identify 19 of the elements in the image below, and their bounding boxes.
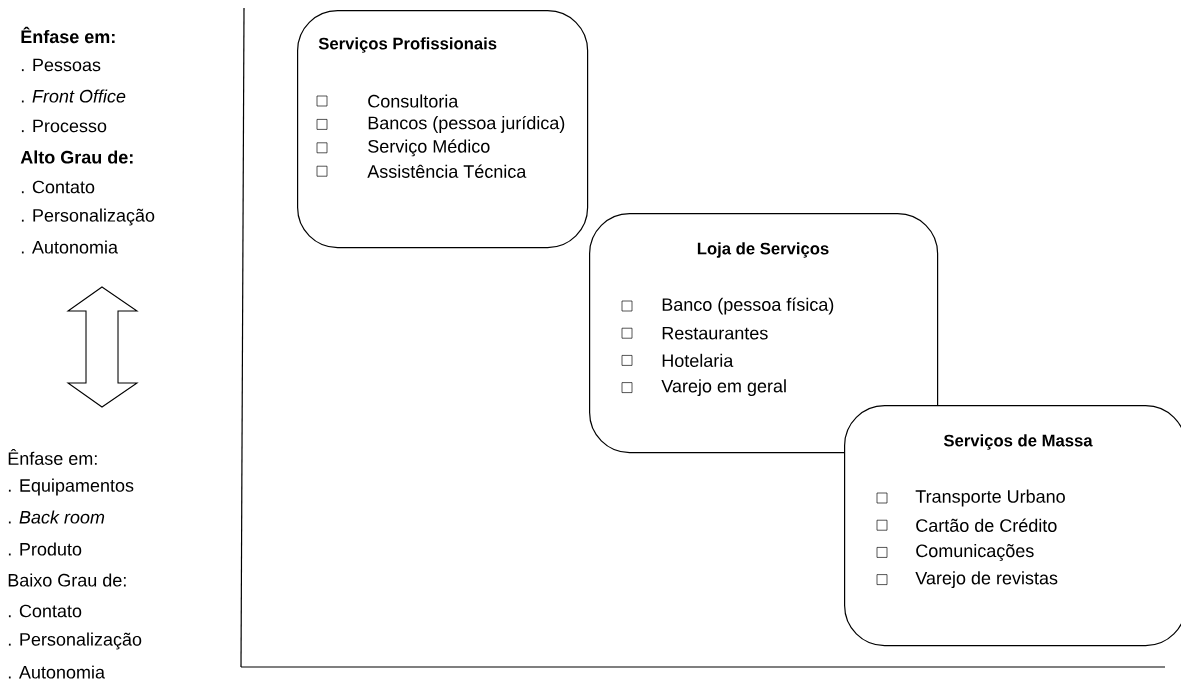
side-note: . Autonomia bbox=[8, 665, 105, 679]
side-note: . Produto bbox=[8, 542, 82, 556]
category-box: Loja de Serviços Banco (pessoa física) Restaurantes Hotelaria Varejo em geral bbox=[589, 213, 939, 454]
side-note: . Back room bbox=[8, 510, 105, 524]
side-note: . Front Office bbox=[21, 89, 126, 103]
side-note: . Equipamentos bbox=[8, 478, 134, 496]
category-box: Serviços de Massa Transporte Urbano Cartão de Crédito Comunicações Varejo de revistas bbox=[844, 405, 1181, 647]
side-note: . Contato bbox=[8, 604, 82, 618]
side-note: . Autonomia bbox=[21, 240, 118, 254]
side-note: . Pessoas bbox=[21, 58, 101, 72]
side-note: . Contato bbox=[21, 180, 95, 194]
side-note: . Processo bbox=[21, 119, 107, 133]
side-note: Alto Grau de: bbox=[20, 150, 133, 164]
side-note: Ênfase em: bbox=[8, 449, 97, 465]
side-note: Baixo Grau de: bbox=[8, 573, 126, 587]
category-box: Serviços Profissionais Consultoria Bancos (pessoa jurídica) Serviço Médico Assistência Técnica bbox=[297, 10, 589, 249]
side-note: . Personalização bbox=[8, 632, 142, 650]
side-note: Ênfase em: bbox=[21, 26, 115, 44]
side-note: . Personalização bbox=[21, 208, 155, 226]
